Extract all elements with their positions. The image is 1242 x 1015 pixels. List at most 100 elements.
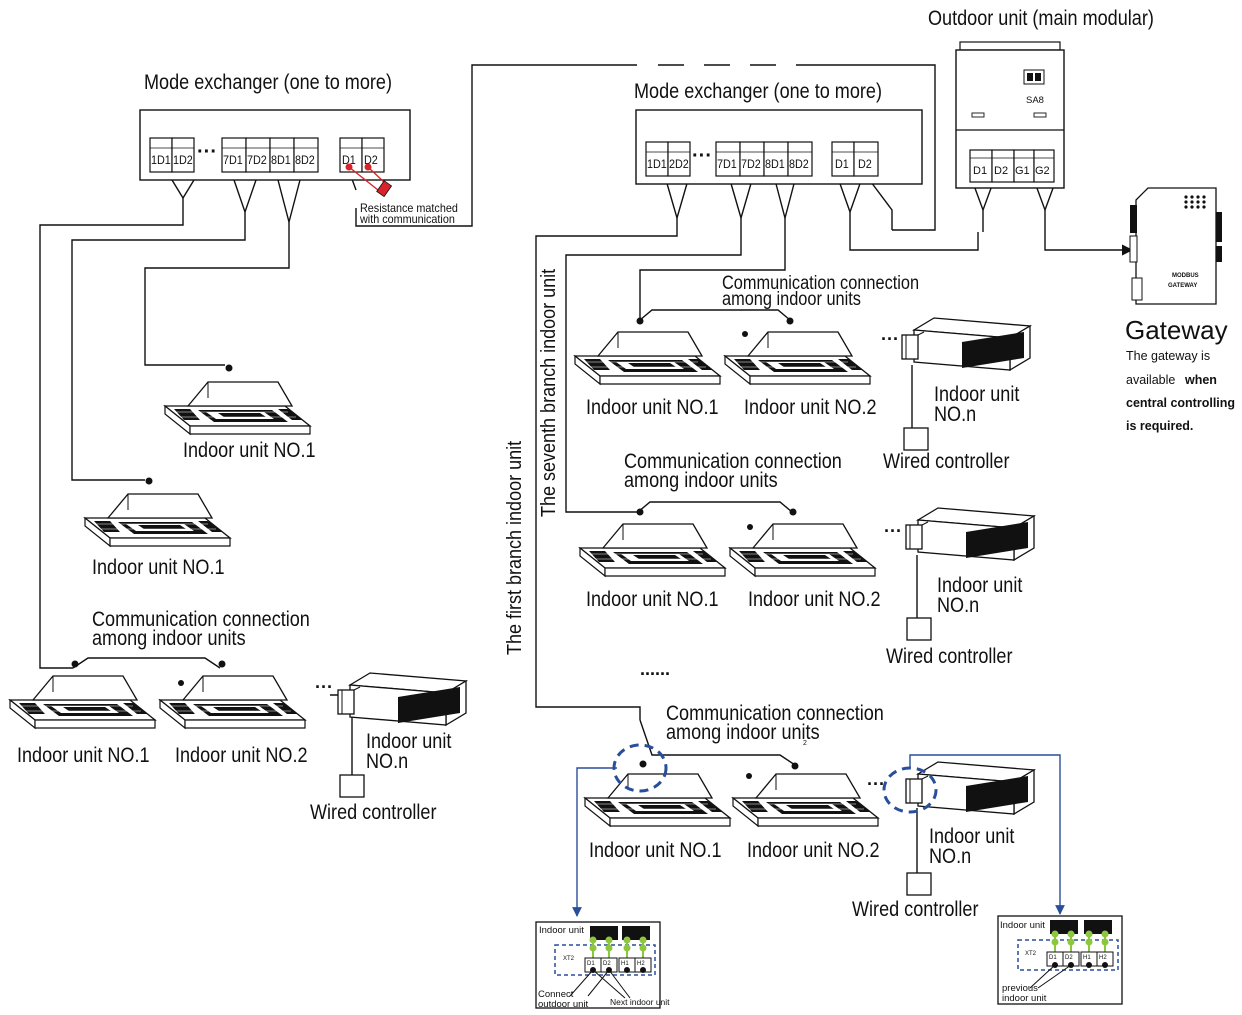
resistance-note-1: Resistance matched (360, 201, 458, 215)
lower-unit1-label: Indoor unit NO.1 (589, 839, 722, 862)
left-middle-unit-label: Indoor unit NO.1 (92, 556, 225, 579)
left-unit2-label: Indoor unit NO.2 (175, 744, 308, 767)
right-terminal-d1: D1 (835, 157, 849, 171)
right-terminal-d2: D2 (858, 157, 872, 171)
detail-right-t3: H1 (1083, 955, 1091, 961)
resistance-note-2: with communication (360, 212, 455, 226)
gateway-desc-3: when (1185, 373, 1217, 387)
resistor-icon (345, 163, 393, 198)
left-ellipsis: ··· (197, 141, 217, 163)
detail-left-connect-2: outdoor unit (538, 999, 589, 1010)
middle-unit1-label: Indoor unit NO.1 (586, 588, 719, 611)
middle-unit2-label: Indoor unit NO.2 (748, 588, 881, 611)
left-terminal-1d2: 1D2 (173, 153, 193, 167)
terminal-detail-left (535, 921, 661, 1009)
modbus-gateway-device (1129, 187, 1222, 305)
left-terminal-7d1: 7D1 (223, 153, 243, 167)
right-terminal-7d1: 7D1 (717, 157, 737, 171)
gateway-desc-5: is required. (1126, 419, 1194, 433)
detail-left-t2: D2 (603, 961, 611, 967)
detail-right-t1: D1 (1049, 955, 1057, 961)
outdoor-unit (955, 41, 1065, 189)
mode-exchanger-left (139, 109, 411, 198)
detail-left-t3: H1 (621, 961, 629, 967)
gateway-desc-1: The gateway is (1126, 349, 1211, 363)
outdoor-unit-title: Outdoor unit (main modular) (928, 7, 1154, 30)
lower-comm-label-1: Communication connection (666, 702, 884, 725)
left-upper-unit-label: Indoor unit NO.1 (183, 439, 316, 462)
upper-unitn-label-1: Indoor unit (934, 383, 1020, 406)
upper-comm-label-1: Communication connection (722, 273, 920, 294)
gateway-desc-2: available (1126, 373, 1176, 387)
left-dots: ··· (315, 677, 333, 697)
middle-unitn-label-1: Indoor unit (937, 574, 1023, 597)
lower-comm-label-2: among indoor units (666, 721, 820, 744)
left-unit1-label: Indoor unit NO.1 (17, 744, 150, 767)
upper-comm-label-2: among indoor units (722, 289, 861, 310)
connection-dots (71, 317, 799, 779)
middle-unitn-label-2: NO.n (937, 594, 980, 617)
detail-right-block: XT2 (1025, 951, 1037, 957)
outdoor-terminal-g1: G1 (1015, 165, 1030, 177)
upper-dots: ··· (881, 329, 899, 349)
upper-unit2-label: Indoor unit NO.2 (744, 396, 877, 419)
upper-wired-controller-label: Wired controller (883, 450, 1010, 473)
right-terminal-1d1: 1D1 (647, 157, 667, 171)
outdoor-terminal-d1: D1 (973, 165, 988, 177)
lower-unitn-label-1: Indoor unit (929, 825, 1015, 848)
left-terminal-7d2: 7D2 (247, 153, 267, 167)
left-comm-label-1: Communication connection (92, 608, 310, 631)
right-terminal-8d2: 8D2 (789, 157, 809, 171)
detail-left-next: Next indoor unit (610, 997, 670, 1007)
lower-dots: ··· (867, 774, 885, 794)
gateway-device-text-2: GATEWAY (1168, 283, 1198, 289)
seventh-branch-label: The seventh branch indoor unit (538, 268, 560, 517)
gateway-device-text-1: MODBUS (1172, 273, 1199, 279)
mode-exchanger-right (635, 109, 923, 185)
right-terminal-2d2: 2D2 (669, 157, 689, 171)
lower-sup-mark: 2 (803, 740, 807, 747)
middle-dots: ··· (884, 521, 902, 541)
detail-right-t2: D2 (1065, 955, 1073, 961)
left-comm-label-2: among indoor units (92, 627, 246, 650)
branch-ellipsis: ...... (640, 659, 671, 679)
left-wired-controller-label: Wired controller (310, 801, 437, 824)
gateway-desc-4: central controlling (1126, 396, 1236, 410)
detail-left-t1: D1 (587, 961, 595, 967)
detail-left-connect-1: Connect (538, 989, 574, 1000)
mode-exchanger-left-title: Mode exchanger (one to more) (144, 71, 392, 94)
detail-callouts (572, 743, 1065, 917)
left-terminal-8d1: 8D1 (271, 153, 291, 167)
detail-right-t4: H2 (1099, 955, 1107, 961)
upper-unit1-label: Indoor unit NO.1 (586, 396, 719, 419)
left-unitn-label-1: Indoor unit (366, 730, 452, 753)
detail-right-prev-2: indoor unit (1002, 993, 1047, 1004)
outdoor-terminal-g2: G2 (1035, 165, 1050, 177)
lower-unitn-label-2: NO.n (929, 845, 972, 868)
middle-comm-label-1: Communication connection (624, 450, 842, 473)
terminal-detail-right (997, 915, 1123, 1005)
lower-unit2-label: Indoor unit NO.2 (747, 839, 880, 862)
middle-comm-label-2: among indoor units (624, 469, 778, 492)
gateway-title: Gateway (1125, 315, 1228, 345)
middle-wired-controller-label: Wired controller (886, 645, 1013, 668)
right-terminal-8d1: 8D1 (765, 157, 785, 171)
left-unitn-label-2: NO.n (366, 750, 409, 773)
left-terminal-d2: D2 (364, 153, 378, 167)
first-branch-label: The first branch indoor unit (504, 440, 526, 655)
detail-left-block: XT2 (563, 956, 575, 962)
lower-wired-controller-label: Wired controller (852, 898, 979, 921)
outdoor-terminal-d2: D2 (994, 165, 1009, 177)
mode-exchanger-right-title: Mode exchanger (one to more) (634, 80, 882, 103)
right-ellipsis: ··· (692, 145, 712, 167)
detail-left-header: Indoor unit (539, 925, 584, 936)
left-terminal-1d1: 1D1 (151, 153, 171, 167)
left-terminal-8d2: 8D2 (295, 153, 315, 167)
upper-unitn-label-2: NO.n (934, 403, 977, 426)
communication-wiring (39, 64, 1134, 873)
left-terminal-d1: D1 (342, 153, 356, 167)
detail-right-prev-1: previous (1002, 983, 1038, 994)
detail-right-header: Indoor unit (1000, 920, 1045, 931)
outdoor-switch-label: SA8 (1026, 95, 1044, 106)
